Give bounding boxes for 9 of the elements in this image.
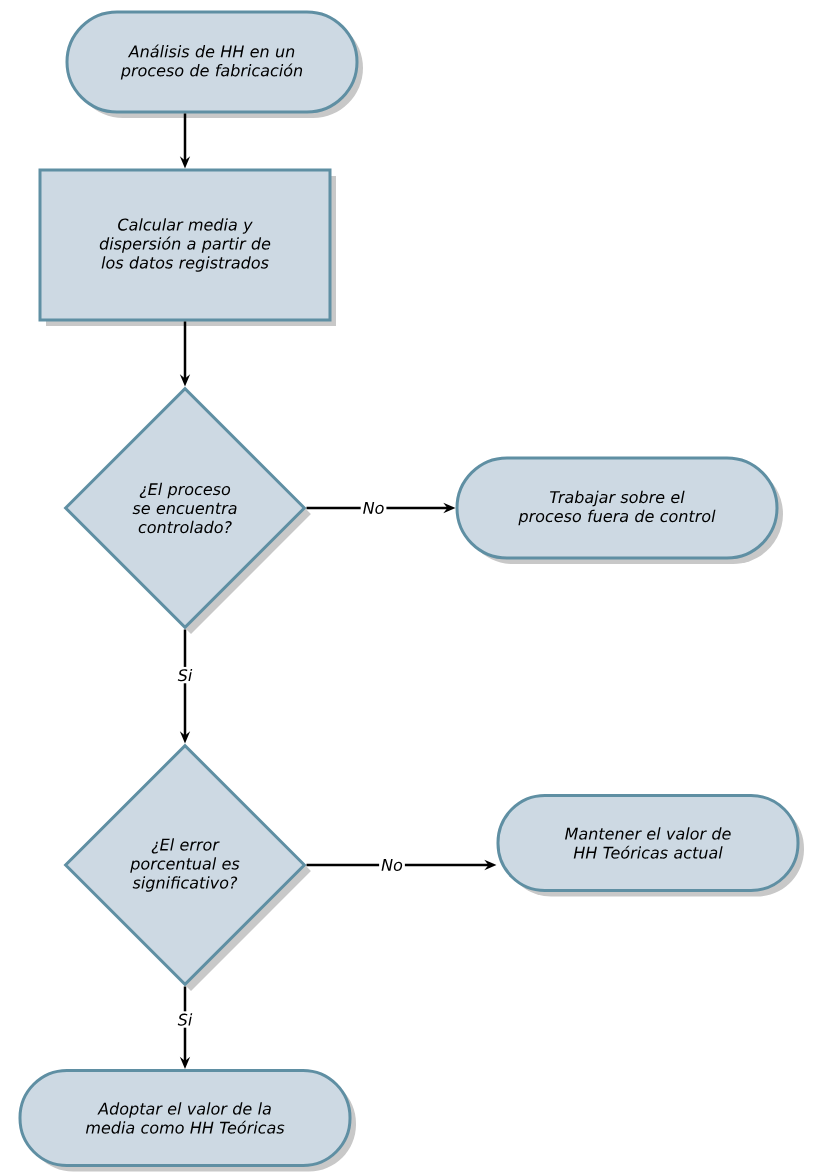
terminal-box: Adoptar el valor de la media como HH Teóricas — [18, 1069, 356, 1172]
edge-label: No — [379, 857, 405, 873]
terminal-box: Mantener el valor de HH Teóricas actual — [496, 794, 804, 897]
edge-label: Si — [175, 666, 195, 684]
process-box: Calcular media y dispersión a partir de los datos registrados — [38, 168, 336, 326]
terminal-box: Trabajar sobre el proceso fuera de control — [455, 456, 783, 564]
edge-label: No — [360, 500, 387, 516]
terminal-box: Análisis de HH en un proceso de fabricación — [65, 10, 363, 118]
edge-label: Si — [175, 1011, 195, 1028]
